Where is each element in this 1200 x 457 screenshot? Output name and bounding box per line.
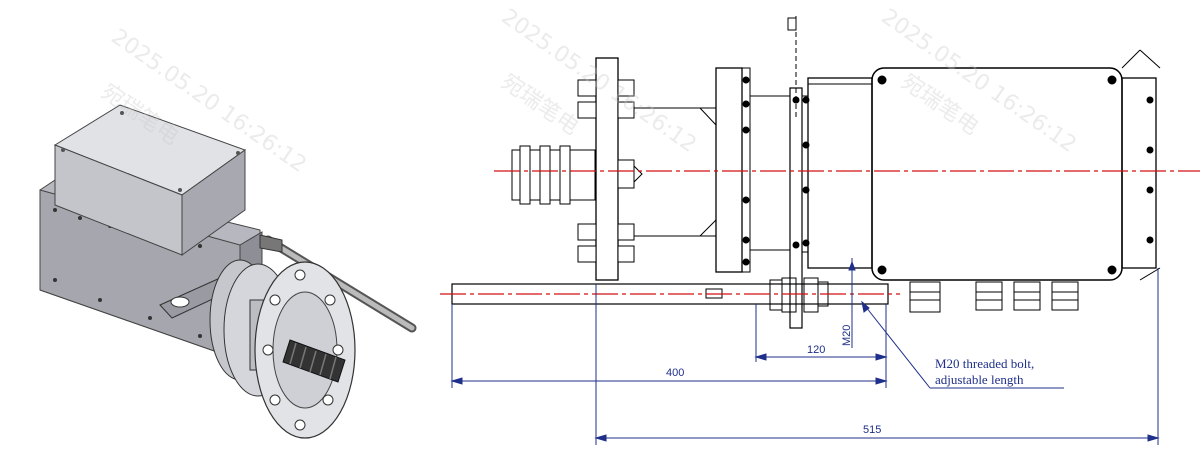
note-line-2: adjustable length	[935, 372, 1024, 387]
svg-text:宛瑞笔电: 宛瑞笔电	[497, 69, 583, 140]
dimension-lines	[450, 258, 1160, 445]
mounting-plate	[787, 17, 810, 329]
left-flange-plate	[577, 57, 643, 281]
top-junction-box	[53, 104, 247, 256]
middle-flange	[715, 67, 790, 273]
note-leader	[861, 301, 931, 389]
note-line-1: M20 threaded bolt,	[935, 356, 1034, 371]
isometric-assembly-view	[39, 104, 417, 439]
side-elevation-drawing	[440, 16, 1200, 329]
cable-glands	[909, 281, 1079, 313]
main-enclosure	[807, 49, 1161, 281]
threaded-rod	[259, 234, 417, 333]
dim-515-label: 515	[863, 424, 881, 436]
dim-400-label: 400	[666, 367, 684, 379]
connecting-tube	[634, 107, 717, 237]
flange-assembly	[209, 259, 356, 439]
threaded-plug	[511, 145, 596, 205]
threaded-nozzle	[282, 339, 346, 383]
dim-120-label: 120	[807, 344, 825, 356]
support-rod	[451, 277, 889, 313]
m20-label: M20	[841, 325, 853, 346]
